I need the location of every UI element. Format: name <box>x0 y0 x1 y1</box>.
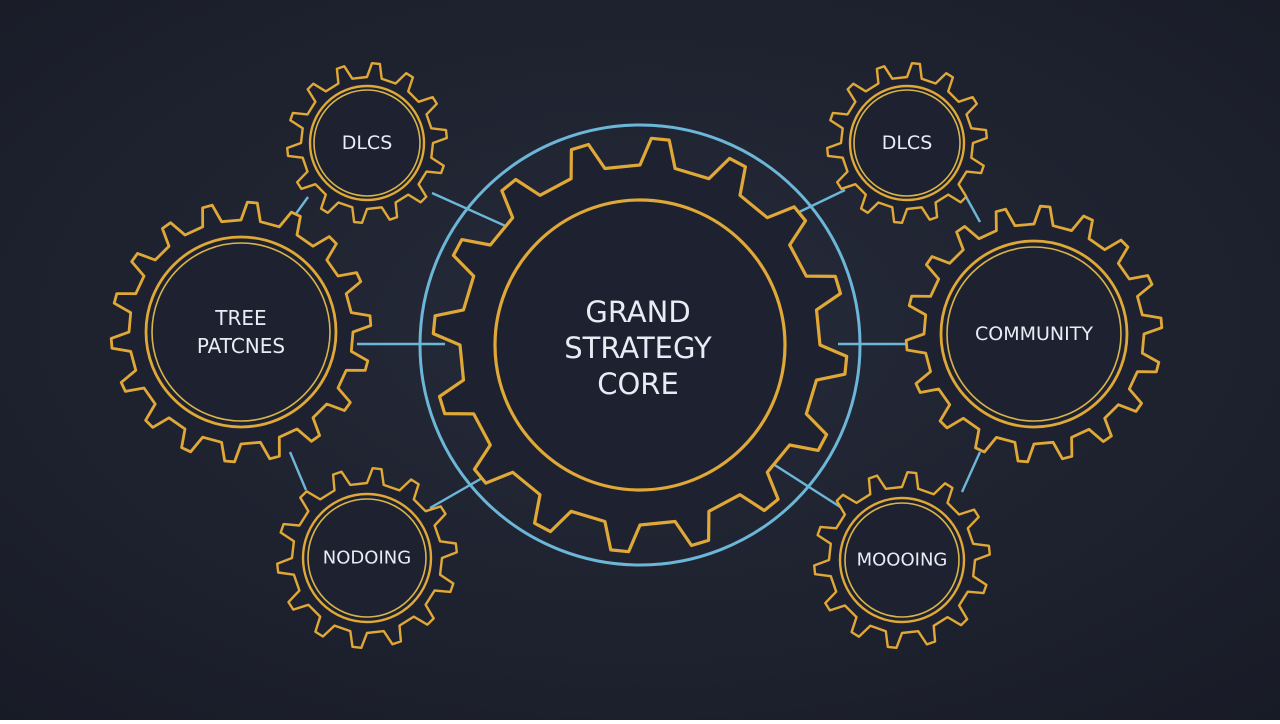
connector-dlcsL-core <box>431 191 511 230</box>
connector-modR-comm <box>960 451 982 493</box>
gear-tree-patches <box>109 200 373 464</box>
gear-inner-ring2-community <box>946 246 1122 422</box>
core-label: GRAND STRATEGY CORE <box>564 295 712 401</box>
gear-dlcs-right <box>826 62 988 224</box>
node-label-dlcs-left: DLCS <box>342 132 393 154</box>
gear-inner-ring2-tree-patches <box>151 242 331 422</box>
gear-inner-ring-modding-right <box>838 496 966 624</box>
core-label-line-2: STRATEGY <box>564 331 712 365</box>
gear-core <box>431 136 849 554</box>
gear-inner-ring-dlcs-right <box>848 84 966 202</box>
gear-group <box>109 62 1164 649</box>
gear-teeth-community <box>904 204 1164 464</box>
core-label-line-1: GRAND <box>585 295 690 329</box>
gear-inner-ring-dlcs-left <box>308 84 426 202</box>
gear-modding-right <box>813 471 991 649</box>
gear-inner-ring-modding-left <box>301 492 433 624</box>
core-label-line-3: CORE <box>597 367 679 401</box>
gear-inner-ring2-modding-left <box>307 498 427 618</box>
gear-inner-ring2-dlcs-right <box>853 89 961 197</box>
node-label-tree-line-1: TREE <box>214 306 266 330</box>
gear-inner-ring2-modding-right <box>844 502 960 618</box>
core-outer-ring <box>418 123 862 567</box>
gear-community <box>904 204 1164 464</box>
gear-inner-ring2-dlcs-left <box>313 89 421 197</box>
node-label-community: COMMUNITY <box>975 323 1093 345</box>
node-label-dlcs-right: DLCS <box>882 132 933 154</box>
gear-inner-ring-tree-patches <box>144 235 338 429</box>
gear-inner-ring-community <box>939 239 1129 429</box>
node-label-tree-line-2: PATCNES <box>197 334 285 358</box>
gear-dlcs-left <box>286 62 448 224</box>
gear-teeth-tree-patches <box>109 200 373 464</box>
node-label-modding-right: MOOOING <box>857 550 948 571</box>
gear-modding-left <box>276 467 458 649</box>
node-label-modding-left: NODOING <box>323 548 411 569</box>
connector-modL-tree <box>288 451 308 491</box>
gear-inner-ring-core <box>493 198 787 492</box>
